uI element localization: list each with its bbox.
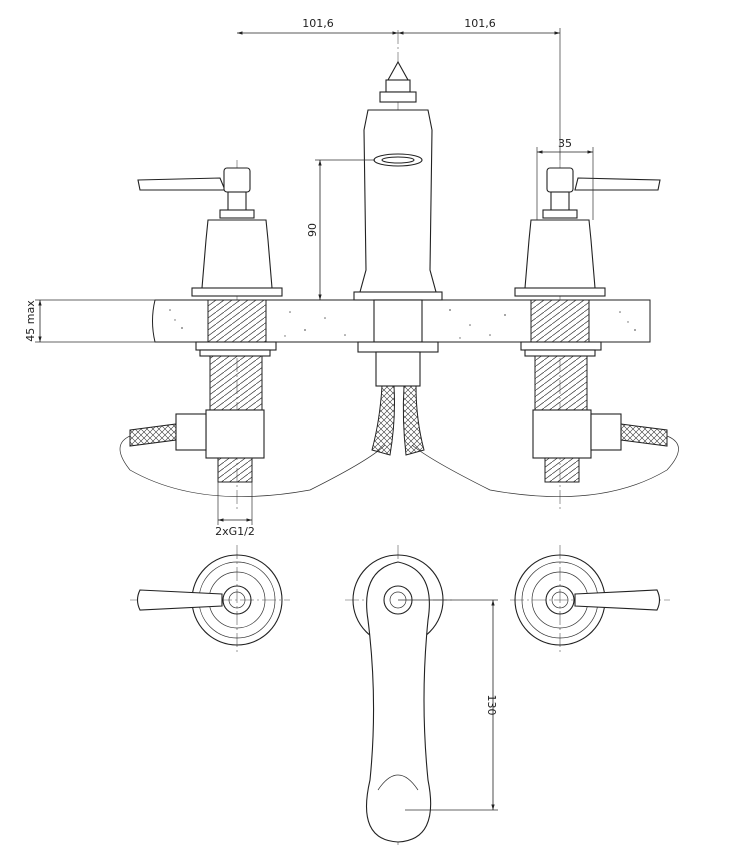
dimension-label: 130 xyxy=(485,695,498,716)
dimension-label: 35 xyxy=(558,137,572,150)
left-valve-side-view xyxy=(119,167,386,497)
top-view-left-handle xyxy=(136,554,283,646)
dimension-handle-width: 35 xyxy=(536,137,594,220)
spout-side-view xyxy=(353,60,443,456)
top-view-right-handle xyxy=(514,554,661,646)
right-valve-side-view xyxy=(411,167,679,497)
dimension-counter-thickness: 45 max xyxy=(24,299,155,343)
dimension-label: 101,6 xyxy=(302,17,334,30)
top-view-spout xyxy=(352,554,444,843)
dimension-label: 101,6 xyxy=(464,17,496,30)
dimension-connection: 2xG1/2 xyxy=(215,482,255,538)
dimension-label: 45 max xyxy=(24,300,37,342)
dimension-right-spacing: 101,6 xyxy=(398,17,561,160)
dimension-left-spacing: 101,6 xyxy=(237,17,398,35)
dimension-spout-height: 90 xyxy=(306,159,375,300)
dimension-label: 2xG1/2 xyxy=(215,525,255,538)
dimension-spout-reach: 130 xyxy=(398,599,498,811)
dimension-label: 90 xyxy=(306,223,319,237)
